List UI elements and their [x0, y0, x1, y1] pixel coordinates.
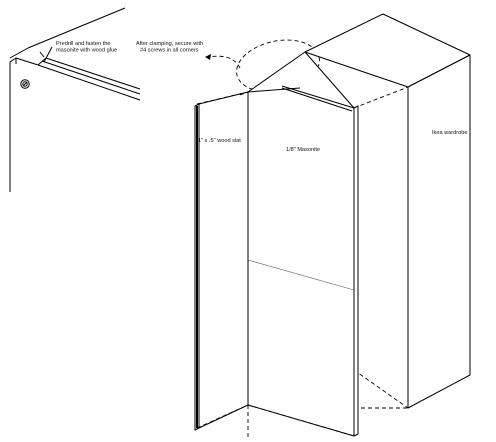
inset-leader-line — [43, 46, 53, 63]
masonite-top-edge — [281, 85, 355, 109]
bottom-hidden-edges — [196, 404, 355, 440]
detail-inset: Predrill and fasten the masonite with wo… — [9, 7, 141, 192]
inset-panel-edge — [9, 57, 39, 192]
predrill-label-line1: Predrill and fasten the — [56, 41, 110, 47]
clamp-label-line1: After clamping, secure with — [136, 41, 203, 47]
masonite-label: 1/8" Masonite — [286, 147, 320, 153]
inset-top-edge — [27, 7, 126, 49]
inset-slat-edge-2 — [41, 60, 141, 95]
masonite-seam — [247, 259, 355, 291]
wardrobe-hidden-edges — [353, 86, 409, 409]
predrill-label-line2: masonite with wood glue — [56, 48, 117, 54]
masonite-face — [247, 51, 355, 437]
masonite-edge — [353, 105, 359, 437]
masonite-panel: 1/8" Masonite — [247, 51, 359, 437]
slat-top-edge — [198, 91, 249, 105]
inset-cut-mark — [39, 51, 45, 58]
wardrobe-side — [407, 54, 471, 409]
slat-label: 1" x .5" wood slat — [198, 138, 241, 144]
inset-slat-edge-1 — [37, 64, 141, 101]
masonite-top-edge-2 — [281, 87, 353, 112]
wood-slat: 1" x .5" wood slat — [194, 91, 249, 431]
dashed-arrow — [205, 54, 241, 69]
inset-slat-edge-3 — [45, 57, 141, 90]
screw-icon — [20, 79, 30, 89]
clamp-label-line2: #4 screws in all corners — [140, 48, 199, 54]
inset-slat-end — [37, 57, 47, 66]
inset-top-edge-left — [9, 47, 29, 59]
wardrobe-label: Ikea wardrobe — [432, 130, 467, 136]
